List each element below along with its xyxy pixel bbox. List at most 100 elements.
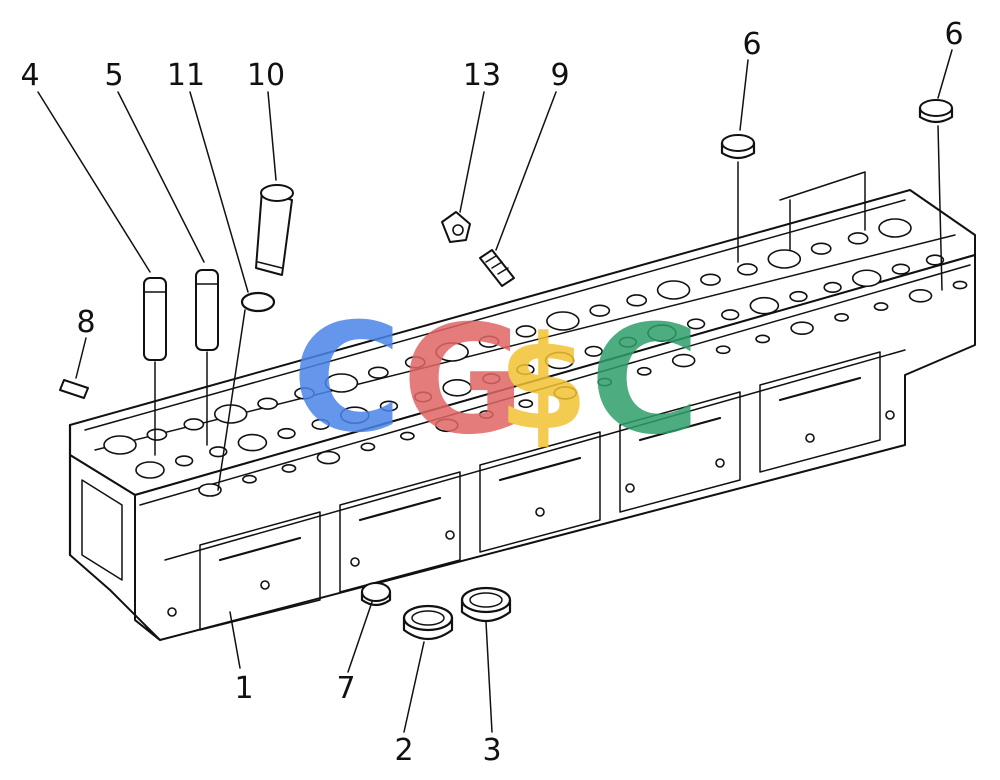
- deck-hole: [515, 325, 537, 338]
- part-stud-9: [479, 249, 515, 287]
- deck-hole: [399, 431, 415, 441]
- deck-hole: [736, 263, 758, 276]
- deck-hole: [671, 353, 696, 368]
- deck-hole: [360, 442, 376, 452]
- deck-hole: [442, 379, 472, 397]
- part-expansion-plug-7: [360, 582, 392, 607]
- callout-labels: 4 5 11 10 13 9 6 6 8 1 7 2 3: [20, 17, 963, 768]
- deck-hole: [597, 377, 613, 387]
- deck-hole: [553, 386, 578, 400]
- flange-bolt-holes: [167, 410, 895, 617]
- deck-hole: [257, 397, 279, 410]
- deck-hole: [311, 418, 330, 430]
- watermark-logo: C G $ C: [292, 292, 700, 468]
- deck-hole: [589, 304, 611, 317]
- deck-hole: [294, 387, 315, 400]
- callout-9: 9: [550, 58, 569, 93]
- deck-hole: [478, 410, 494, 419]
- deck-hole: [174, 455, 194, 467]
- deck-hole: [379, 400, 399, 412]
- deck-hole: [324, 373, 359, 393]
- deck-hole: [316, 450, 341, 465]
- callout-2: 2: [394, 733, 413, 768]
- deck-hole: [908, 288, 933, 303]
- part-valve-guide-4: [143, 277, 167, 456]
- deck-hole: [823, 281, 842, 293]
- deck-hole: [435, 342, 469, 362]
- deck-hole: [618, 336, 638, 348]
- deck-hole: [636, 366, 652, 376]
- deck-hole: [482, 373, 501, 385]
- deck-hole: [544, 351, 575, 370]
- deck-hole: [721, 309, 740, 321]
- deck-hole: [626, 294, 648, 307]
- port-openings: [199, 351, 881, 631]
- deck-hole: [700, 273, 721, 286]
- watermark-letter-c2: C: [590, 294, 700, 468]
- watermark-letter-dollar: $: [498, 307, 588, 459]
- deck-hole: [478, 335, 500, 348]
- deck-hole: [647, 324, 677, 342]
- callout-4: 4: [20, 58, 39, 93]
- deck-hole: [810, 242, 832, 255]
- part-seat-ring-3: [460, 586, 512, 623]
- callout-5: 5: [104, 58, 123, 93]
- callout-13: 13: [463, 58, 501, 93]
- part-plug-13: [441, 211, 471, 243]
- deck-hole: [413, 391, 433, 403]
- deck-hole: [749, 296, 780, 315]
- callout-6a: 6: [742, 27, 761, 62]
- callout-3: 3: [482, 733, 501, 768]
- deck-hole: [435, 418, 459, 433]
- part-seat-ring-2: [402, 604, 454, 641]
- deck-hole: [242, 474, 257, 484]
- deck-hole: [925, 254, 945, 266]
- deck-hole: [518, 399, 534, 409]
- deck-hole: [367, 366, 389, 379]
- deck-hole: [715, 345, 731, 355]
- deck-hole: [146, 428, 168, 441]
- deck-hole: [891, 263, 911, 275]
- part-dowel-pin-8: [59, 379, 89, 399]
- deck-hole: [847, 232, 869, 245]
- deck-hole: [277, 427, 296, 440]
- deck-hole: [686, 318, 706, 330]
- deck-hole: [135, 461, 165, 479]
- deck-hole: [584, 345, 603, 357]
- callout-11: 11: [167, 58, 205, 93]
- deck-hole: [767, 249, 802, 269]
- callout-10: 10: [247, 58, 285, 93]
- deck-hole: [281, 464, 297, 473]
- deck-hole: [404, 356, 426, 369]
- deck-hole: [790, 321, 814, 335]
- deck-hole: [198, 483, 222, 497]
- callout-1: 1: [234, 671, 253, 706]
- part-insert-6a: [720, 134, 756, 263]
- part-valve-guide-5: [195, 269, 219, 446]
- deck-hole: [516, 363, 535, 376]
- deck-hole: [878, 218, 912, 238]
- callout-7: 7: [336, 671, 355, 706]
- deck-hole: [339, 406, 370, 425]
- deck-hole: [755, 334, 771, 344]
- deck-hole: [834, 312, 849, 322]
- deck-hole: [952, 280, 968, 290]
- deck-hole: [656, 280, 691, 300]
- part-insert-6b: [918, 99, 954, 291]
- callout-8: 8: [76, 305, 95, 340]
- deck-hole: [103, 435, 137, 455]
- watermark-letter-g: G: [402, 294, 525, 468]
- part-o-ring-11: [217, 291, 276, 491]
- part-injector-sleeve-10: [255, 184, 294, 276]
- deck-hole: [237, 433, 268, 452]
- deck-hole: [873, 302, 889, 311]
- deck-hole: [851, 269, 882, 288]
- deck-hole: [546, 311, 580, 331]
- deck-hole: [789, 290, 808, 303]
- deck-holes: [103, 218, 968, 497]
- watermark-letter-c1: C: [292, 292, 402, 466]
- deck-hole: [183, 418, 205, 431]
- leader-lines: [37, 49, 953, 733]
